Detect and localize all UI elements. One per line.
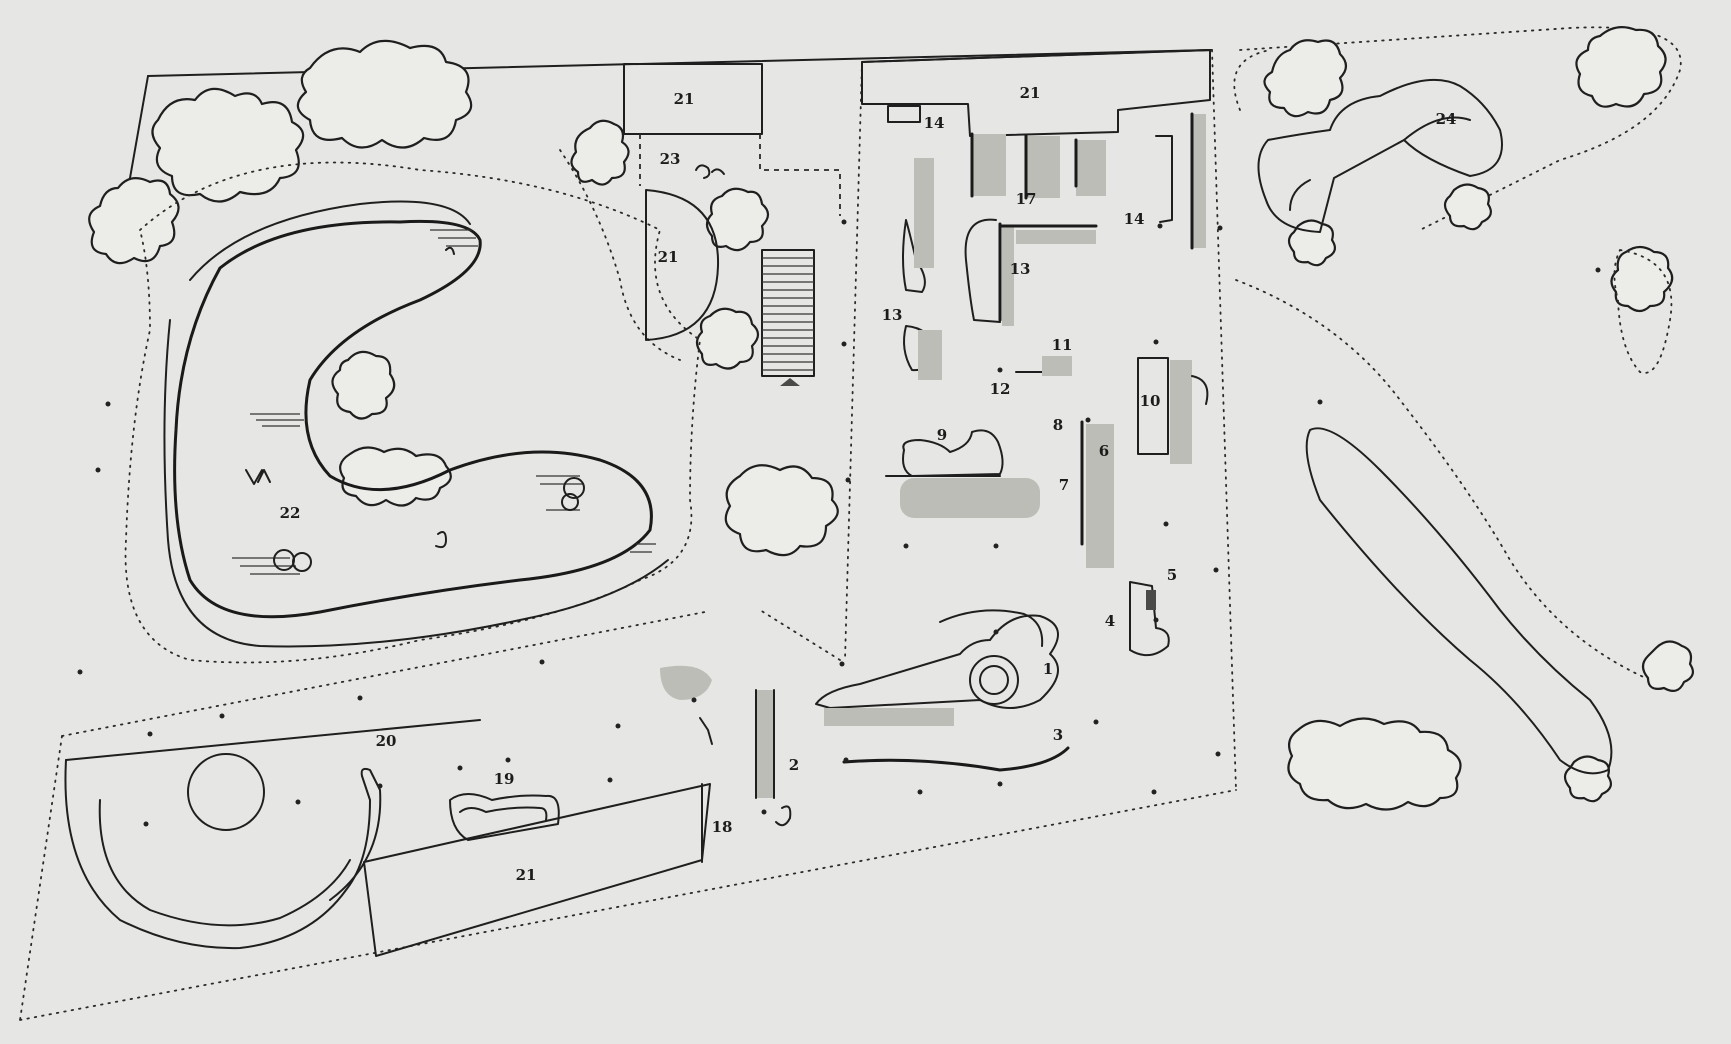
label-21a: 21: [674, 90, 695, 108]
tree-icon: [151, 87, 305, 203]
label-21c: 21: [658, 248, 679, 266]
label-8: 8: [1053, 416, 1063, 434]
label-13b: 13: [882, 306, 903, 324]
label-24: 24: [1436, 110, 1457, 128]
label-5: 5: [1167, 566, 1177, 584]
label-3: 3: [1053, 726, 1063, 744]
central-enclosure: [755, 49, 1211, 827]
label-2: 2: [789, 756, 799, 774]
label-14a: 14: [924, 114, 945, 132]
label-7: 7: [1059, 476, 1069, 494]
label-1: 1: [1043, 660, 1053, 678]
label-17: 17: [1016, 190, 1037, 208]
tree-icon: [1287, 717, 1462, 811]
label-4: 4: [1105, 612, 1115, 630]
tree-icon: [296, 39, 473, 149]
trees: [88, 25, 1694, 811]
tree-icon: [1641, 640, 1694, 693]
tree-icon: [1575, 25, 1667, 108]
tree-icon: [339, 446, 452, 507]
label-12: 12: [990, 380, 1011, 398]
tree-icon: [88, 177, 180, 265]
east-park: [1257, 78, 1673, 775]
label-20: 20: [376, 732, 397, 750]
label-10: 10: [1140, 392, 1161, 410]
label-21b: 21: [1020, 84, 1041, 102]
label-9: 9: [937, 426, 947, 444]
tree-icon: [570, 119, 630, 186]
label-14b: 14: [1124, 210, 1145, 228]
label-22: 22: [280, 504, 301, 522]
label-18: 18: [712, 818, 733, 836]
label-13a: 13: [1010, 260, 1031, 278]
plan-labels: 1 2 3 4 5 6 7 8 9 10 11 12 13 13 14 14 1…: [280, 84, 1457, 884]
label-6: 6: [1099, 442, 1109, 460]
tree-icon: [1563, 755, 1612, 803]
tree-icon: [1443, 183, 1492, 231]
tree-icon: [724, 464, 839, 557]
label-21d: 21: [516, 866, 537, 884]
tree-icon: [331, 350, 396, 420]
tree-icon: [695, 307, 760, 370]
pond-area: [124, 149, 701, 664]
tree-icon: [1610, 245, 1674, 313]
label-11: 11: [1052, 336, 1073, 354]
north-buildings: [623, 63, 841, 386]
tree-icon: [1263, 39, 1348, 118]
scattered-dots: [77, 219, 1601, 827]
south-west-area: [64, 665, 713, 957]
label-19: 19: [494, 770, 515, 788]
label-23: 23: [660, 150, 681, 168]
